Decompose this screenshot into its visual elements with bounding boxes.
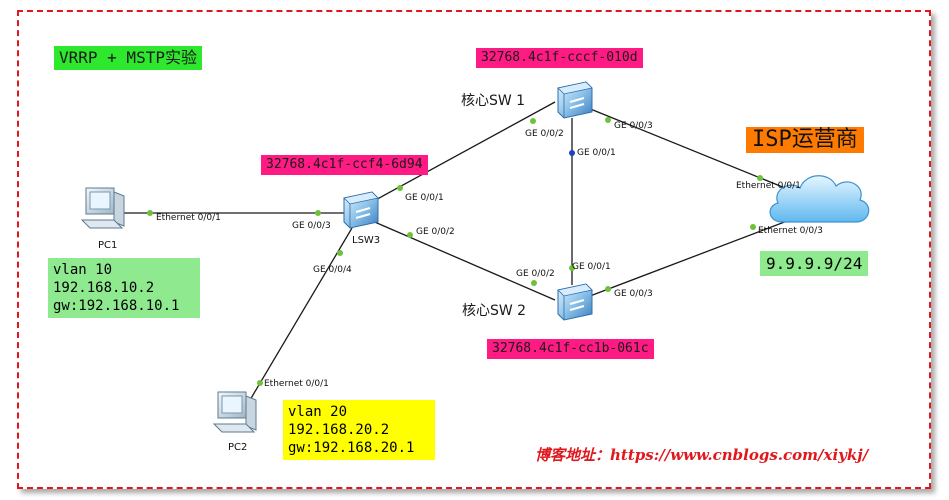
port-dot-sw1-ge2 xyxy=(530,118,536,124)
switch-icon-sw2 xyxy=(557,283,593,321)
pc1-gw: gw:192.168.10.1 xyxy=(53,298,180,314)
link-sw1-isp xyxy=(587,107,791,191)
sw1-bridge-id: 32768.4c1f-cccf-010d xyxy=(476,48,643,68)
pc1-name: PC1 xyxy=(98,240,118,251)
pc1-ip: 192.168.10.2 xyxy=(53,280,155,296)
cloud-icon-isp xyxy=(769,175,870,223)
port-dot-lsw3-ge2 xyxy=(407,232,413,238)
port-label-lsw3-ge4: GE 0/0/4 xyxy=(313,265,352,275)
pc2-gw: gw:192.168.20.1 xyxy=(288,440,415,456)
port-dot-sw2-ge1 xyxy=(569,265,575,271)
pc2-name: PC2 xyxy=(228,442,248,453)
port-label-isp-eth3: Ethernet 0/0/3 xyxy=(758,226,823,236)
port-label-lsw3-ge2: GE 0/0/2 xyxy=(416,227,455,237)
port-dot-lsw3-ge4 xyxy=(337,250,343,256)
pc2-vlan: vlan 20 xyxy=(288,404,348,420)
port-label-sw1-ge3: GE 0/0/3 xyxy=(614,121,653,131)
sw2-bridge-id: 32768.4c1f-cc1b-061c xyxy=(487,339,654,359)
lsw3-bridge-id: 32768.4c1f-ccf4-6d94 xyxy=(261,155,428,175)
blog-address: 博客地址：https://www.cnblogs.com/xiykj/ xyxy=(535,446,869,464)
pc-icon-pc2 xyxy=(212,391,257,433)
port-label-sw2-ge3: GE 0/0/3 xyxy=(614,289,653,299)
pc-icon-pc1 xyxy=(80,187,125,229)
port-label-lsw3-ge1: GE 0/0/1 xyxy=(405,193,444,203)
port-label-sw2-ge2: GE 0/0/2 xyxy=(516,269,555,279)
pc2-info: vlan 20 192.168.20.2 gw:192.168.20.1 xyxy=(283,400,435,460)
port-dot-sw2-ge3 xyxy=(605,286,611,292)
port-dot-sw2-ge2 xyxy=(531,280,537,286)
link-lsw3-pc2 xyxy=(249,227,353,401)
port-dot-sw1-ge3 xyxy=(605,117,611,123)
port-dot-pc2 xyxy=(257,380,263,386)
pc1-vlan: vlan 10 xyxy=(53,262,113,278)
port-label-sw2-ge1: GE 0/0/1 xyxy=(572,262,611,272)
port-label-isp-eth1: Ethernet 0/0/1 xyxy=(736,181,801,191)
switch-icon-lsw3 xyxy=(343,191,379,229)
isp-ip: 9.9.9.9/24 xyxy=(760,251,869,276)
switch-icon-sw1 xyxy=(557,81,593,119)
port-dot-lsw3-ge1 xyxy=(397,185,403,191)
port-dot-isp-eth1 xyxy=(757,175,763,181)
link-lsw3-sw2 xyxy=(369,219,556,301)
pc2-ip: 192.168.20.2 xyxy=(288,422,390,438)
link-sw2-isp xyxy=(589,217,796,297)
lsw3-name: LSW3 xyxy=(352,235,381,246)
port-dot-sw1-ge1-blocked xyxy=(569,150,575,156)
port-label-pc1-eth: Ethernet 0/0/1 xyxy=(156,213,221,223)
port-label-pc2-eth: Ethernet 0/0/1 xyxy=(264,379,329,389)
sw1-label: 核心SW 1 xyxy=(461,93,526,109)
port-dot-lsw3-ge3 xyxy=(315,210,321,216)
isp-label: ISP运营商 xyxy=(746,127,864,153)
port-label-sw1-ge1: GE 0/0/1 xyxy=(577,148,616,158)
port-dot-isp-eth3 xyxy=(750,224,756,230)
port-label-sw1-ge2: GE 0/0/2 xyxy=(525,129,564,139)
links xyxy=(110,101,796,401)
pc1-info: vlan 10 192.168.10.2 gw:192.168.10.1 xyxy=(48,258,200,318)
port-dot-pc1 xyxy=(147,210,153,216)
port-dots xyxy=(147,117,763,386)
port-label-lsw3-ge3: GE 0/0/3 xyxy=(292,221,331,231)
diagram-frame xyxy=(17,10,931,489)
sw2-label: 核心SW 2 xyxy=(462,303,527,319)
diagram-title: VRRP + MSTP实验 xyxy=(54,46,202,70)
